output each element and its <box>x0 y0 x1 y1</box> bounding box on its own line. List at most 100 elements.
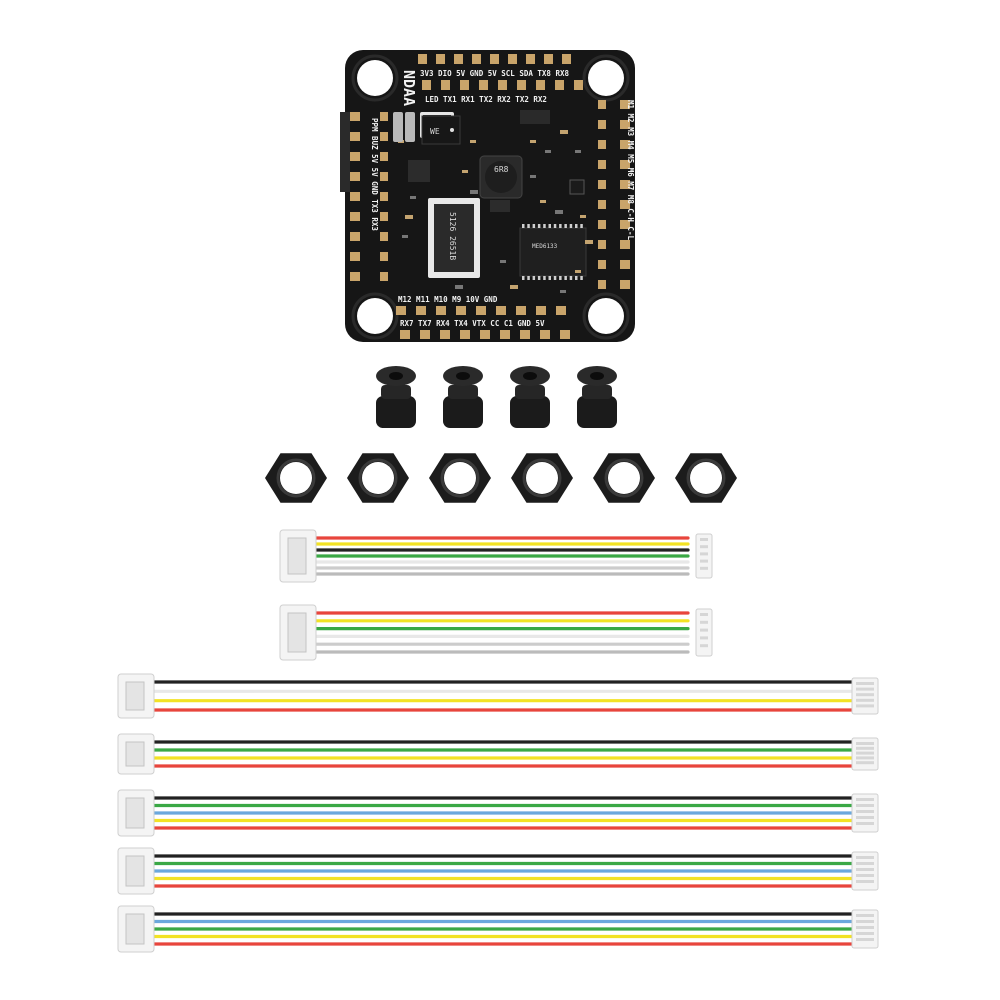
connector-pin <box>856 932 874 935</box>
ic-pin <box>537 276 541 280</box>
connector-pin <box>856 798 874 801</box>
connector-pin <box>856 742 874 745</box>
grommet-base <box>577 396 617 428</box>
solder-pad <box>540 330 550 339</box>
right-col-labels: M1 M2 M3 M4 M5 M6 M7 M8 C-H C-L <box>626 100 635 240</box>
ic-pin <box>580 224 583 228</box>
grommet <box>376 366 416 428</box>
smd-component <box>575 270 581 273</box>
nut-hole <box>444 462 476 494</box>
nut-hole <box>690 462 722 494</box>
smd-component <box>402 235 408 238</box>
smd-component <box>530 140 536 143</box>
solder-pad <box>620 180 630 189</box>
solder-pad <box>620 160 630 169</box>
left-col-labels: PPM BUZ 5V 5V GND TX3 RX3 <box>370 118 379 231</box>
connector-pin <box>856 682 874 685</box>
solder-pad <box>456 306 466 315</box>
connector-pin <box>700 545 708 549</box>
solder-pad <box>598 120 606 129</box>
solder-pad <box>380 112 388 121</box>
connector-pin <box>856 816 874 819</box>
solder-pad <box>620 220 630 229</box>
connector-pin <box>700 559 708 563</box>
connector-pin <box>700 538 708 541</box>
nut-hole <box>280 462 312 494</box>
solder-pad <box>396 306 406 315</box>
hex-nuts <box>265 453 737 503</box>
ic-pin <box>522 224 525 228</box>
ic-pin <box>548 224 551 228</box>
solder-pad <box>380 132 388 141</box>
solder-pad <box>496 306 506 315</box>
inductor: 6R8 <box>479 155 523 199</box>
connector-slot <box>125 681 145 711</box>
connector-pin <box>856 698 874 702</box>
cable <box>117 847 879 895</box>
solder-pad <box>555 80 564 90</box>
nut-hole <box>526 462 558 494</box>
mounting-hole-tr <box>582 54 630 102</box>
solder-pad <box>620 120 630 129</box>
solder-pad <box>556 306 566 315</box>
nut-thread <box>604 458 644 498</box>
cable <box>117 733 879 775</box>
smd-component <box>555 210 563 214</box>
solder-pad <box>400 330 410 339</box>
smd-component <box>405 215 413 219</box>
solder-pad <box>472 54 481 64</box>
ic-pin <box>522 276 525 280</box>
connector-slot <box>125 913 145 945</box>
connector-pin <box>856 874 874 877</box>
solder-pad <box>620 260 630 269</box>
smd-component <box>580 215 586 218</box>
connector-pin <box>856 804 874 807</box>
grommet-base <box>376 396 416 428</box>
solder-pad <box>380 272 388 281</box>
ic-pin <box>553 276 557 280</box>
side-connector <box>340 112 350 192</box>
jst-cables <box>117 529 879 953</box>
solder-pad <box>479 80 488 90</box>
second-row-labels: LED TX1 RX1 TX2 RX2 TX2 RX2 <box>425 95 547 104</box>
hex-nut <box>265 453 327 503</box>
grommet-hole <box>523 372 537 380</box>
solder-pad <box>350 252 360 261</box>
ic-pin <box>564 224 567 228</box>
connector-pin <box>856 746 874 750</box>
solder-pad <box>544 54 553 64</box>
solder-pad <box>598 200 606 209</box>
smd-component <box>560 290 566 293</box>
smd-component <box>470 190 478 194</box>
solder-pad <box>598 280 606 289</box>
solder-pad <box>436 306 446 315</box>
nut-hole <box>362 462 394 494</box>
hex-nut <box>593 453 655 503</box>
smd-component <box>560 130 568 134</box>
hex-nut <box>675 453 737 503</box>
connector-pin <box>700 644 708 648</box>
top-row-labels: 3V3 DIO 5V GND 5V SCL SDA TX8 RX8 <box>420 69 569 78</box>
connector-slot <box>125 797 145 829</box>
solder-pad <box>380 192 388 201</box>
solder-pad <box>598 160 606 169</box>
solder-pad <box>598 220 606 229</box>
nut-hole <box>608 462 640 494</box>
smd-component <box>575 150 581 153</box>
ic-pin <box>527 276 530 280</box>
connector-pin <box>856 938 874 941</box>
solder-pad <box>517 80 526 90</box>
solder-pad <box>536 306 546 315</box>
smd-parts <box>393 112 593 293</box>
connector-pin <box>856 862 874 865</box>
smd-component <box>510 285 518 289</box>
solder-pad <box>350 232 360 241</box>
grommet <box>577 366 617 428</box>
connector-pin <box>856 693 874 697</box>
solder-pad <box>560 330 570 339</box>
nut-thread <box>440 458 480 498</box>
ic-pin <box>580 276 583 280</box>
connector-slot <box>125 855 145 887</box>
solder-pad <box>422 80 431 90</box>
solder-pad <box>350 152 360 161</box>
